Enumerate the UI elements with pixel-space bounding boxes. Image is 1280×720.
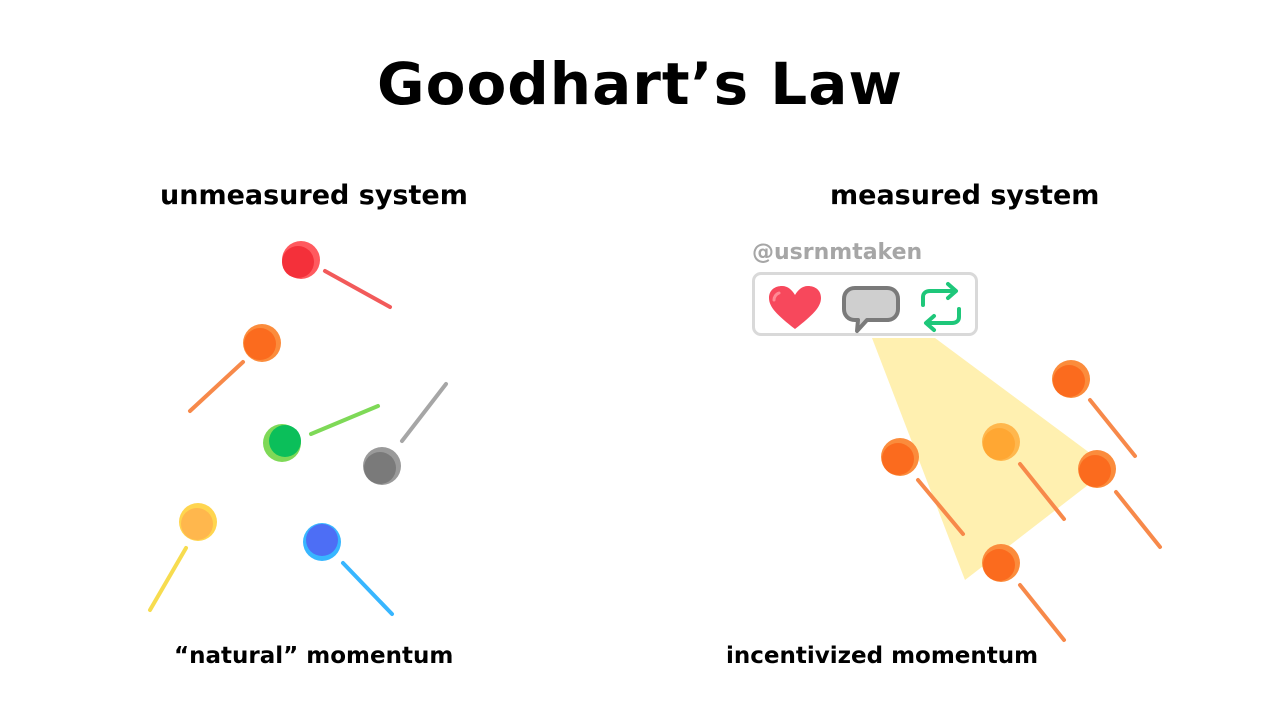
ball-orange-2	[881, 438, 965, 536]
ball-yellow	[148, 503, 217, 612]
username-handle: @usrnmtaken	[752, 240, 923, 265]
incentivized-momentum-caption: incentivized momentum	[726, 643, 1039, 669]
page-title: Goodhart’s Law	[376, 50, 903, 118]
incentive-spotlight	[872, 338, 1110, 580]
ball-orange-1	[1052, 360, 1137, 458]
social-metrics-panel	[752, 272, 978, 336]
ball-gray	[363, 382, 448, 485]
ball-orange-3	[982, 423, 1066, 521]
natural-momentum-caption: “natural” momentum	[174, 643, 454, 669]
ball-orange-4	[1078, 450, 1162, 549]
unmeasured-heading: unmeasured system	[160, 180, 468, 211]
heart-icon	[769, 286, 821, 329]
ball-orange-5	[982, 544, 1066, 642]
speech-bubble-icon	[842, 286, 900, 333]
ball-blue	[303, 523, 394, 616]
ball-green	[263, 404, 380, 462]
ball-red	[282, 241, 392, 309]
measured-heading: measured system	[830, 180, 1100, 211]
ball-orange	[188, 324, 281, 413]
retweet-icon	[921, 282, 961, 332]
